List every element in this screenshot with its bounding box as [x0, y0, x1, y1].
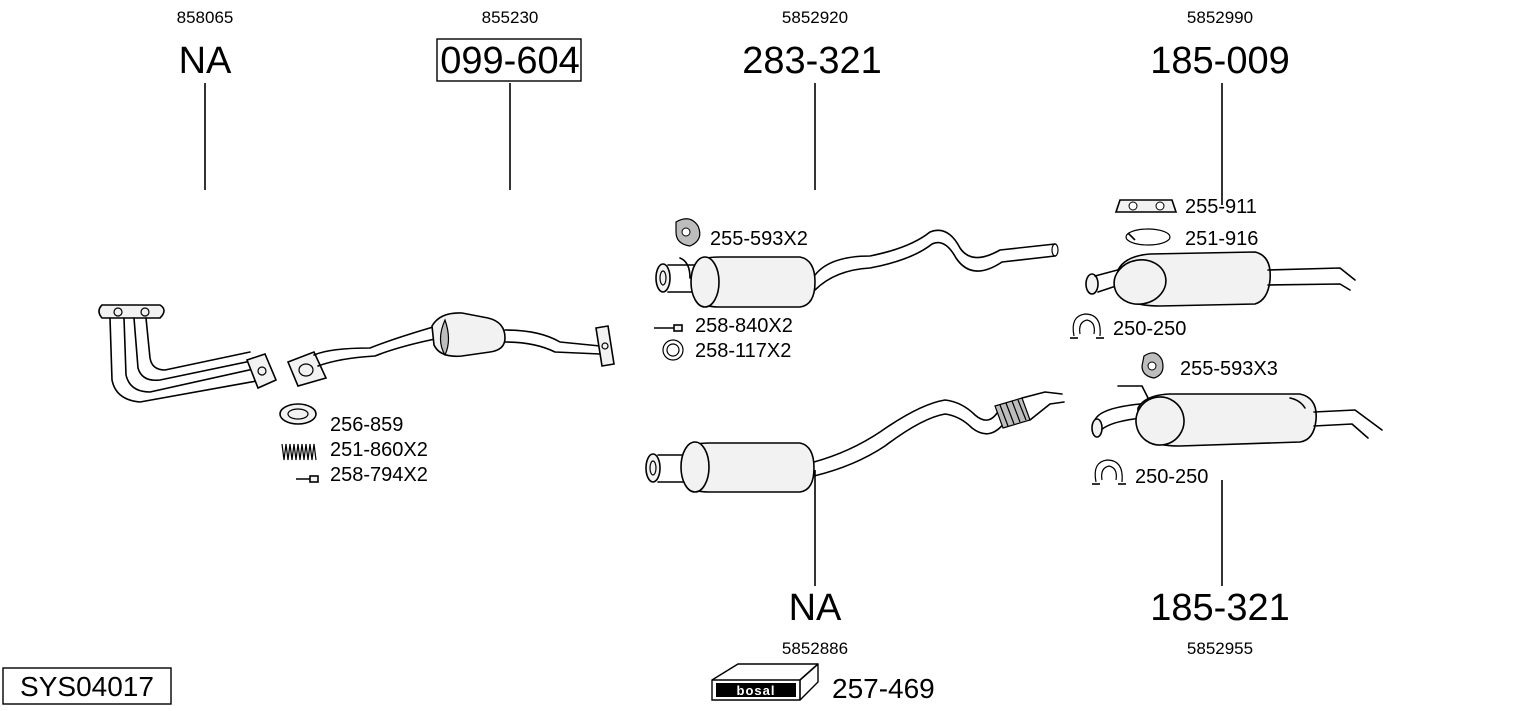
front-pipe-part[interactable]: NA	[179, 40, 232, 82]
rear-silencer-ref: 5852990	[1187, 8, 1253, 27]
bolt-258-840-icon	[654, 324, 683, 332]
catalyst-part[interactable]: 099-604	[440, 40, 579, 82]
center-silencer-drawing[interactable]	[655, 229, 1059, 308]
accessory-255-593x3[interactable]: 255-593X3	[1180, 358, 1278, 380]
system-code: SYS04017	[20, 671, 154, 702]
bolt-258-794-icon	[296, 475, 319, 483]
ring-258-117-icon	[662, 339, 684, 361]
accessory-251-860x2[interactable]: 251-860X2	[330, 439, 428, 461]
rear-silencer-drawing[interactable]	[1085, 251, 1356, 308]
clamp-250-250-bottom-icon	[1092, 459, 1126, 485]
rear-silencer-alt-ref: 5852955	[1187, 639, 1253, 658]
front-pipe-ref: 858065	[177, 8, 234, 27]
rear-silencer-alt-drawing[interactable]	[1091, 385, 1383, 449]
system-code-box	[2, 667, 172, 705]
accessory-258-840x2[interactable]: 258-840X2	[695, 315, 793, 337]
accessory-258-794x2[interactable]: 258-794X2	[330, 464, 428, 486]
spring-251-860-icon	[281, 443, 317, 461]
front-pipe-drawing[interactable]	[98, 304, 278, 403]
accessory-250-250-top[interactable]: 250-250	[1113, 318, 1186, 340]
accessory-258-117x2[interactable]: 258-117X2	[695, 340, 791, 362]
center-silencer-alt-drawing[interactable]	[645, 391, 1065, 493]
accessory-255-911[interactable]: 255-911	[1185, 196, 1257, 218]
hanger-255-593x3-icon	[1141, 352, 1164, 379]
bosal-box-icon: bosal	[711, 663, 819, 701]
clamp-250-250-top-icon	[1070, 313, 1104, 339]
clamp-251-916-icon	[1125, 228, 1171, 246]
gasket-256-859-icon	[279, 403, 317, 425]
catalyst-ref: 855230	[482, 8, 539, 27]
rear-silencer-alt-part[interactable]: 185-321	[1150, 587, 1289, 629]
accessory-250-250-bottom[interactable]: 250-250	[1135, 466, 1208, 488]
center-silencer-ref: 5852920	[782, 8, 848, 27]
bosal-box-part[interactable]: 257-469	[832, 673, 935, 704]
accessory-256-859[interactable]: 256-859	[330, 414, 403, 436]
rear-silencer-part[interactable]: 185-009	[1150, 40, 1289, 82]
hanger-255-593x2-icon	[675, 218, 701, 247]
catalyst-part-box	[436, 38, 582, 82]
accessory-251-916[interactable]: 251-916	[1185, 228, 1258, 250]
center-silencer-alt-ref: 5852886	[782, 639, 848, 658]
accessory-255-593x2[interactable]: 255-593X2	[710, 228, 808, 250]
center-silencer-part[interactable]: 283-321	[742, 40, 881, 82]
bosal-logo: bosal	[737, 683, 776, 698]
center-silencer-alt-part[interactable]: NA	[789, 587, 842, 629]
catalyst-drawing[interactable]	[286, 312, 615, 387]
rubber-mount-255-911-icon	[1114, 199, 1178, 213]
